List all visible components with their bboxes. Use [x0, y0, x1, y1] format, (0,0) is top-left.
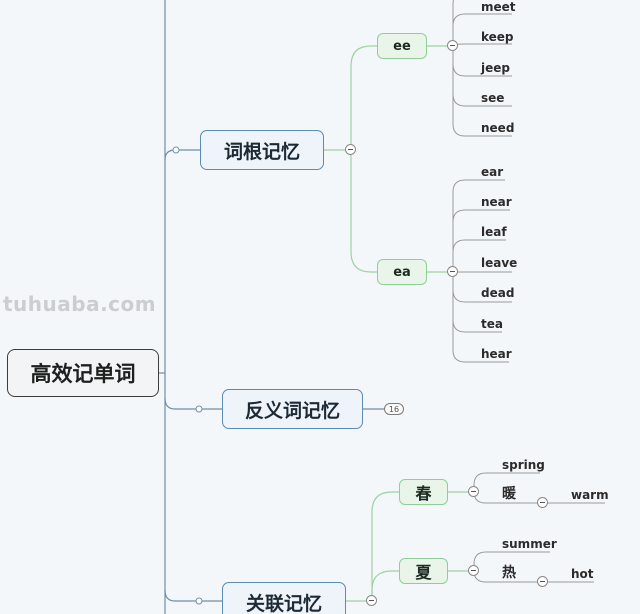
- leaf-word[interactable]: jeep: [481, 61, 510, 75]
- leaf-word[interactable]: 热: [502, 565, 516, 581]
- leaf-word[interactable]: keep: [481, 30, 514, 44]
- leaf-word[interactable]: leave: [481, 256, 518, 270]
- collapse-minus-icon[interactable]: [537, 497, 548, 508]
- collapse-minus-icon[interactable]: [447, 266, 458, 277]
- topic-root-memory[interactable]: 词根记忆: [200, 130, 324, 170]
- collapse-minus-icon[interactable]: [447, 40, 458, 51]
- collapse-minus-icon[interactable]: [468, 486, 479, 497]
- collapse-minus-icon[interactable]: [345, 144, 356, 155]
- leaf-word[interactable]: tea: [481, 317, 503, 331]
- leaf-word[interactable]: ear: [481, 165, 504, 179]
- collapse-minus-icon[interactable]: [468, 565, 479, 576]
- subtopic-ee[interactable]: ee: [377, 33, 427, 59]
- collapse-minus-icon[interactable]: [537, 576, 548, 587]
- leaf-word[interactable]: summer: [502, 537, 557, 551]
- watermark: tuhuaba.com: [3, 292, 157, 316]
- subtopic-ea[interactable]: ea: [377, 259, 427, 285]
- leaf-word[interactable]: hot: [571, 567, 594, 581]
- leaf-word[interactable]: need: [481, 121, 515, 135]
- leaf-word[interactable]: leaf: [481, 225, 507, 239]
- collapse-minus-icon[interactable]: [366, 595, 377, 606]
- collapsed-count-badge[interactable]: 16: [384, 403, 404, 415]
- leaf-word[interactable]: hear: [481, 347, 512, 361]
- leaf-word[interactable]: 暖: [502, 486, 516, 502]
- subtopic-summer[interactable]: 夏: [399, 558, 448, 584]
- leaf-word[interactable]: near: [481, 195, 512, 209]
- subtopic-spring[interactable]: 春: [399, 479, 448, 505]
- leaf-word[interactable]: dead: [481, 286, 515, 300]
- root-topic[interactable]: 高效记单词: [7, 349, 159, 397]
- topic-antonym-memory[interactable]: 反义词记忆: [222, 389, 363, 429]
- leaf-word[interactable]: spring: [502, 458, 545, 472]
- topic-association-memory[interactable]: 关联记忆: [222, 582, 346, 614]
- leaf-word[interactable]: meet: [481, 0, 516, 14]
- leaf-word[interactable]: warm: [571, 488, 609, 502]
- leaf-word[interactable]: see: [481, 91, 505, 105]
